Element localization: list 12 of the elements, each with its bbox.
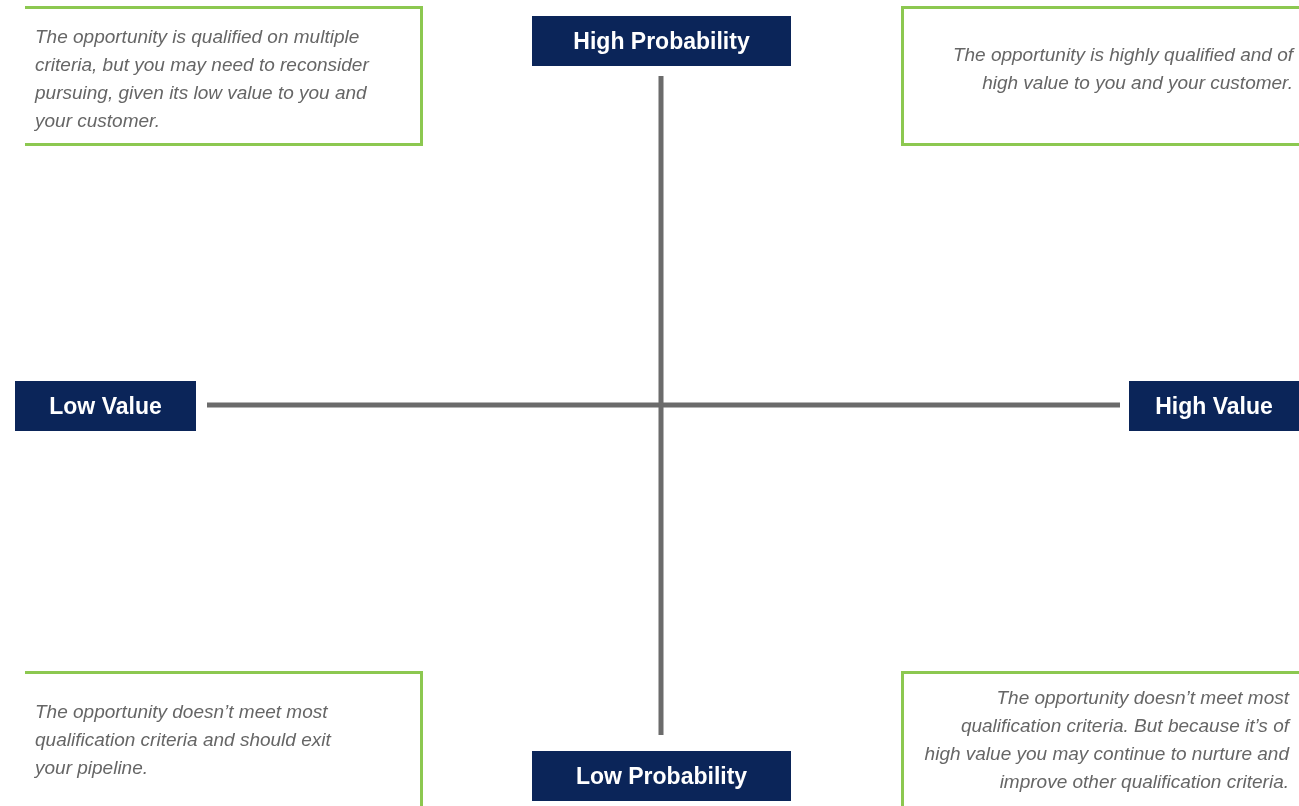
description-box	[901, 6, 1299, 146]
description-text: The opportunity doesn’t meet most qualification criteria and should exit your pipeline.	[35, 700, 333, 780]
description-text: The opportunity doesn’t meet most qualification criteria. But because it’s of high value you may continue to nurture and improve other qualification criteria.	[924, 686, 1289, 794]
description-box	[25, 6, 423, 146]
axis-label: Low Value	[15, 381, 196, 431]
description-box	[25, 671, 423, 806]
description-text: The opportunity is highly qualified and of high value to you and your customer.	[951, 43, 1293, 95]
axis-label: High Value	[1129, 381, 1299, 431]
axis-label: High Probability	[532, 16, 791, 66]
axis-label: Low Probability	[532, 751, 791, 801]
description-box	[901, 671, 1299, 806]
description-text: The opportunity is qualified on multiple criteria, but you may need to reconsider pursuing, given its low value to you and your customer.	[35, 25, 371, 133]
